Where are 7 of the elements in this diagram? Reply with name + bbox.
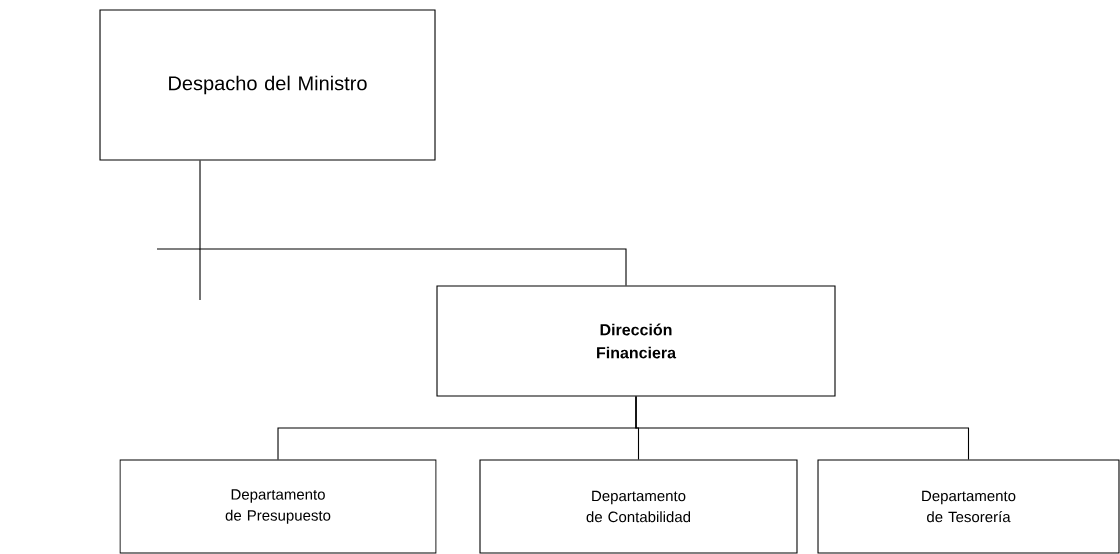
connector-line (635, 396, 970, 460)
org-box: Departamento de Contabilidad (479, 459, 798, 554)
org-box: Departamento de Tesorería (817, 459, 1120, 554)
connector-line (199, 160, 627, 286)
org-box: Dirección Financiera (436, 285, 836, 397)
org-box: Departamento de Presupuesto (119, 459, 437, 554)
org-box: Despacho del Ministro (99, 9, 436, 161)
